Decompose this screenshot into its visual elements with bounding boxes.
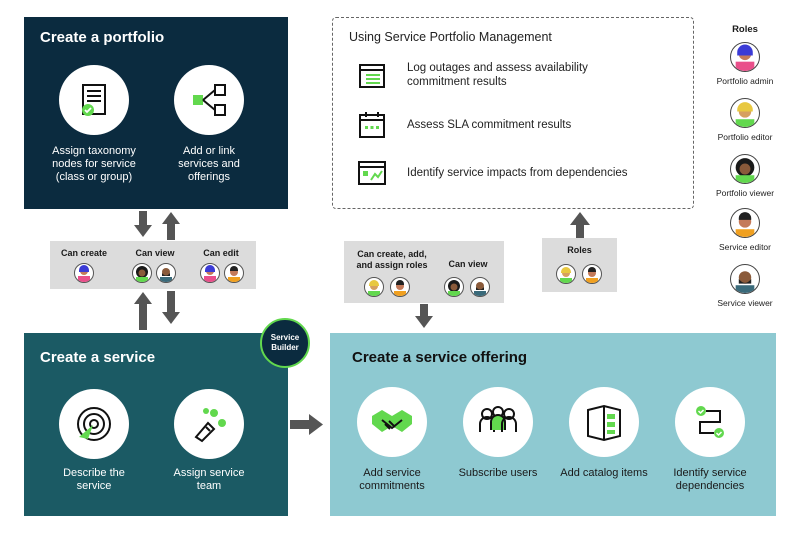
dependencies-caption: Identify service dependencies	[673, 467, 747, 492]
usage-title: Using Service Portfolio Management	[349, 30, 552, 44]
link-nodes-icon	[193, 84, 226, 116]
usage-panel: Using Service Portfolio Management Log o…	[332, 17, 694, 209]
catalog-circle	[569, 387, 639, 457]
roles-box-label: Roles	[567, 245, 592, 255]
portfolio-title: Create a portfolio	[40, 29, 165, 46]
avatar-portfolio-admin-2	[200, 263, 220, 283]
legend-portfolio-viewer-label: Portfolio viewer	[715, 188, 775, 198]
calendar-list-icon	[359, 64, 385, 88]
legend-service-viewer: Service viewer	[700, 264, 790, 308]
arrow-roles-to-usage	[570, 212, 590, 238]
legend-portfolio-admin-label: Portfolio admin	[716, 76, 774, 86]
portfolio-access-box: Can create Can view Can edit	[50, 241, 256, 289]
legend-portfolio-editor-avatar	[730, 98, 760, 128]
offering-panel: Create a service offering Add service co…	[330, 333, 776, 516]
avatar-portfolio-viewer-2	[444, 277, 464, 297]
arrow-service-down	[162, 291, 180, 324]
avatar-portfolio-editor-2	[556, 264, 576, 284]
can-create-assign-label: Can create, add, and assign roles	[356, 249, 428, 270]
avatar-service-editor-2	[390, 277, 410, 297]
legend-service-editor: Service editor	[700, 208, 790, 252]
service-panel: Create a service Describe the service As…	[24, 333, 288, 516]
describe-caption: Describe the service	[63, 467, 125, 492]
avatar-portfolio-editor	[364, 277, 384, 297]
offering-access-box: Can create, add, and assign roles Can vi…	[344, 241, 504, 303]
handshake-icon	[372, 410, 412, 432]
catalog-book-icon	[587, 404, 621, 442]
legend-service-viewer-label: Service viewer	[717, 298, 773, 308]
usage-impacts-label: Identify service impacts from dependenci…	[407, 167, 628, 179]
usage-row-sla: Assess SLA commitment results	[357, 110, 647, 140]
subscribe-circle	[463, 387, 533, 457]
arrow-service-to-offering	[290, 414, 323, 435]
subscribe-caption: Subscribe users	[458, 467, 538, 479]
offering-title: Create a service offering	[352, 349, 528, 366]
legend-portfolio-editor-label: Portfolio editor	[717, 132, 773, 142]
usage-sla-label: Assess SLA commitment results	[407, 119, 572, 131]
users-group-icon	[479, 406, 517, 432]
can-edit-label: Can edit	[203, 248, 239, 258]
target-pointer-icon	[77, 407, 111, 441]
service-title: Create a service	[40, 349, 156, 366]
avatar-portfolio-viewer	[132, 263, 152, 283]
portfolio-panel: Create a portfolio Assign taxonomy nodes…	[24, 17, 288, 209]
taxonomy-caption: Assign taxonomy nodes for service (class…	[52, 145, 136, 183]
link-circle	[174, 65, 244, 135]
legend-service-editor-label: Service editor	[719, 242, 771, 252]
avatar-service-editor-3	[582, 264, 602, 284]
dependencies-icon	[696, 406, 724, 438]
calendar-dots-icon	[359, 112, 385, 138]
can-create-label: Can create	[60, 248, 108, 258]
team-caption: Assign service team	[173, 467, 245, 492]
avatar-portfolio-admin	[74, 263, 94, 283]
legend-portfolio-admin: Portfolio admin	[700, 42, 790, 86]
taxonomy-document-icon	[82, 84, 106, 116]
arrow-portfolio-down	[134, 211, 152, 237]
chart-window-icon	[358, 161, 386, 185]
catalog-caption: Add catalog items	[560, 467, 648, 479]
legend-portfolio-viewer: Portfolio viewer	[700, 154, 790, 198]
arrow-access-to-offering	[415, 304, 433, 328]
commitments-caption: Add service commitments	[359, 467, 425, 492]
roles-legend-title: Roles	[732, 24, 758, 35]
arrow-service-up	[134, 292, 152, 330]
team-hand-icon	[194, 408, 226, 443]
arrow-portfolio-up	[162, 212, 180, 240]
legend-service-editor-avatar	[730, 208, 760, 238]
avatar-service-viewer-2	[470, 277, 490, 297]
legend-service-viewer-avatar	[730, 264, 760, 294]
usage-row-impacts: Identify service impacts from dependenci…	[357, 158, 687, 188]
service-builder-label: Service Builder	[270, 333, 300, 352]
dependencies-circle	[675, 387, 745, 457]
legend-portfolio-editor: Portfolio editor	[700, 98, 790, 142]
team-circle	[174, 389, 244, 459]
roles-box: Roles	[542, 238, 617, 292]
describe-circle	[59, 389, 129, 459]
link-caption: Add or link services and offerings	[178, 145, 240, 183]
service-builder-badge: Service Builder	[260, 318, 310, 368]
taxonomy-circle	[59, 65, 129, 135]
can-view-label: Can view	[135, 248, 175, 258]
avatar-service-viewer	[156, 263, 176, 283]
offering-can-view-label: Can view	[448, 259, 488, 269]
avatar-service-editor	[224, 263, 244, 283]
usage-row-outages: Log outages and assess availability comm…	[357, 60, 637, 90]
commitments-circle	[357, 387, 427, 457]
legend-portfolio-admin-avatar	[730, 42, 760, 72]
usage-outages-label: Log outages and assess availability comm…	[407, 62, 588, 88]
legend-portfolio-viewer-avatar	[730, 154, 760, 184]
